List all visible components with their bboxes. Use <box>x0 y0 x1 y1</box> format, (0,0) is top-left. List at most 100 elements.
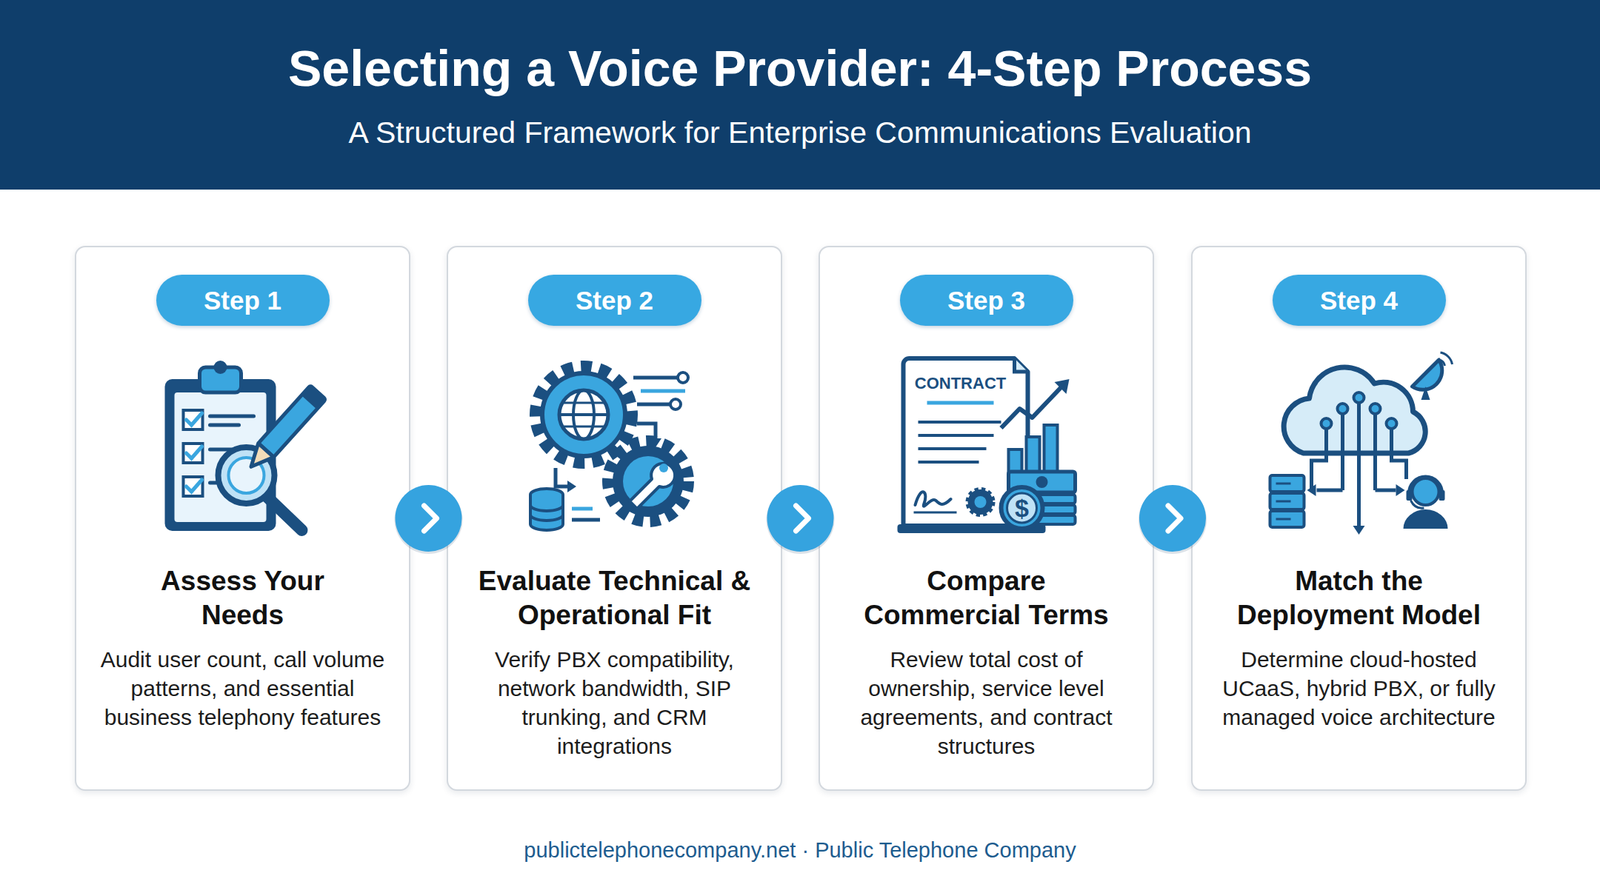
contract-icon-part <box>1044 425 1058 483</box>
gears-icon-part <box>573 390 595 440</box>
contract-icon-part <box>897 524 1046 534</box>
card-description: Audit user count, call volume patterns, … <box>98 645 388 732</box>
clipboard-icon-part-part <box>243 443 275 475</box>
clipboard-icon-part <box>183 410 203 430</box>
step-number: Step 3 <box>947 285 1026 316</box>
connector-line <box>1154 516 1192 521</box>
clipboard-icon-part <box>210 481 223 486</box>
step-card: Match the Deployment ModelDetermine clou… <box>1191 245 1527 792</box>
contract-icon-part <box>974 496 987 509</box>
step-pill: Step 1 <box>156 274 330 326</box>
dollar-sign: $ <box>1007 493 1038 524</box>
contract-icon-part <box>1023 494 1076 504</box>
step-pill: Step 3 <box>900 274 1074 326</box>
cloud-network-icon-part <box>1375 488 1397 493</box>
cloud-network-icon-part <box>1411 500 1425 509</box>
step-pill: Step 4 <box>1272 274 1446 326</box>
cloud-network-icon-part <box>1412 360 1443 390</box>
cloud-network-icon-part <box>1396 484 1406 497</box>
gears-icon-part <box>537 368 630 461</box>
connector-circle <box>767 485 835 552</box>
card-title: Compare Commercial Terms <box>853 564 1120 633</box>
connector-shadow <box>766 485 835 555</box>
clipboard-icon <box>165 360 326 532</box>
cloud-network-icon-part <box>1317 488 1343 493</box>
cloud-network-icon-part <box>1321 418 1332 429</box>
cloud-network-icon-part <box>1276 500 1292 503</box>
card-title: Evaluate Technical & Operational Fit <box>459 564 771 633</box>
gears-icon-part <box>670 399 681 410</box>
gears-icon-part <box>530 514 563 521</box>
gears-icon-part <box>571 507 593 512</box>
connector-shadow <box>1138 485 1207 555</box>
cloud-network-icon-part <box>1357 397 1361 528</box>
clipboard-icon-part <box>266 496 303 531</box>
cloud-network-icon-part <box>1421 386 1431 400</box>
clipboard-icon-part <box>218 447 275 504</box>
gears-icon-part <box>622 456 674 507</box>
step-card: Compare Commercial TermsReview total cos… <box>818 245 1155 792</box>
card-description: Review total cost of ownership, service … <box>842 645 1132 761</box>
cloud-network-icon-part <box>1340 408 1345 491</box>
gears-icon-part <box>609 442 687 520</box>
gears-icon-part <box>530 505 563 512</box>
connector-line <box>782 516 819 521</box>
contract-icon-part <box>918 460 980 464</box>
gears-icon-part <box>530 494 563 531</box>
gears-icon-part <box>649 438 662 448</box>
cloud-network-icon-part <box>1311 423 1327 491</box>
gears-icon <box>530 368 689 531</box>
step-number: Step 2 <box>575 285 654 316</box>
cloud-network-icon-part <box>1276 482 1292 486</box>
cloud-network-icon-part <box>1406 490 1413 501</box>
cloud-network-icon-part <box>1276 518 1292 521</box>
cloud-network-icon-part <box>1270 511 1305 528</box>
card-description: Verify PBX compatibility, network bandwi… <box>470 645 760 761</box>
cloud-network-icon-part <box>1440 352 1453 365</box>
arrow-head <box>796 505 809 532</box>
contract-icon-part <box>1001 487 1043 529</box>
cloud-network-icon-part <box>1439 360 1446 366</box>
cloud-network-icon-part <box>1403 509 1449 529</box>
contract-icon-part <box>927 401 995 406</box>
step-connector <box>766 485 835 555</box>
cloud-network-icon-part <box>1373 408 1378 491</box>
connector-circle <box>1139 485 1206 552</box>
contract-icon-part <box>918 447 987 451</box>
card-title: Match the Deployment Model <box>1218 564 1500 633</box>
cloud-network-icon-part <box>1412 478 1440 506</box>
cloud-network-icon-part <box>1391 423 1407 480</box>
clipboard-icon-part <box>174 392 267 523</box>
step-connector <box>394 485 463 555</box>
step-pill: Step 2 <box>528 274 702 326</box>
gears-icon-part <box>640 389 686 394</box>
clipboard-icon-part <box>214 360 228 375</box>
contract-icon-part <box>1023 505 1076 515</box>
card-title: Assess Your Needs <box>131 564 355 633</box>
clipboard-icon-part <box>243 385 326 475</box>
arrow-head <box>424 505 438 532</box>
step-number: Step 1 <box>203 285 282 316</box>
gears-icon-part <box>542 373 626 457</box>
cloud-network-icon-part <box>1337 403 1349 415</box>
gears-icon-part <box>571 518 600 523</box>
contract-icon-part <box>915 491 952 506</box>
cloud-network-icon-part <box>1370 403 1381 415</box>
contract-heading: CONTRACT <box>886 374 1035 394</box>
gears-icon-part <box>559 390 609 440</box>
gears-icon-part <box>563 425 604 429</box>
connector-shadow <box>394 485 463 555</box>
connector-circle <box>395 485 463 552</box>
gears-icon-part <box>637 423 656 440</box>
clipboard-icon-part <box>228 457 265 494</box>
contract-icon-part <box>918 434 995 438</box>
gears-icon-part <box>677 372 689 383</box>
gears-icon-part <box>567 480 577 493</box>
cloud-network-icon-part <box>1409 477 1443 494</box>
clipboard-icon-part <box>210 448 236 452</box>
contract-icon-part <box>914 511 958 515</box>
clipboard-icon-part <box>183 477 203 497</box>
cloud-network-icon-part <box>1439 490 1446 501</box>
header-band: Selecting a Voice Provider: 4-Step Proce… <box>0 0 1600 190</box>
